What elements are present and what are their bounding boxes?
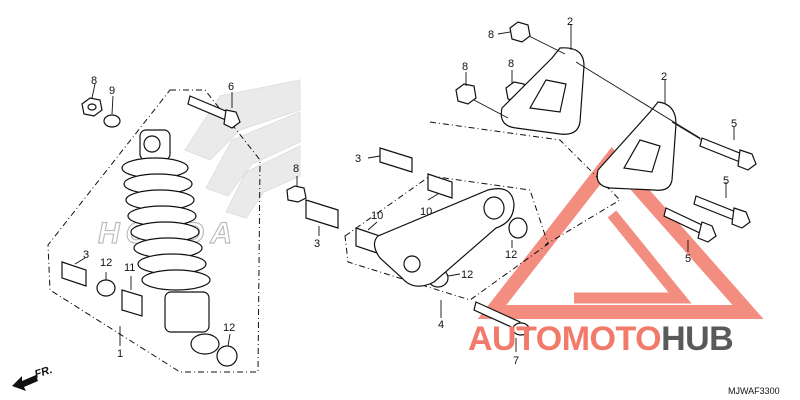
callout-10a: 10 xyxy=(371,210,383,222)
callout-8d: 8 xyxy=(508,58,514,70)
callout-3c: 3 xyxy=(355,153,361,165)
brand-triangle-logo xyxy=(477,147,764,319)
callout-9: 9 xyxy=(109,85,115,97)
brand-wordmark-part-2: HUB xyxy=(661,320,733,358)
callout-12b: 12 xyxy=(223,322,235,334)
callout-12a: 12 xyxy=(100,257,112,269)
callout-3b: 3 xyxy=(314,238,320,250)
callout-5a: 5 xyxy=(731,118,737,130)
brand-wordmark-part-1: AUTOMOTO xyxy=(468,320,661,358)
bracket-boundary xyxy=(429,121,621,246)
front-direction-arrow: FR. xyxy=(12,364,54,391)
drawing-code: MJWAF3300 xyxy=(728,386,780,396)
brand-wordmark: AUTOMOTOHUB xyxy=(468,320,733,358)
frame-brackets xyxy=(500,47,677,191)
callout-7: 7 xyxy=(513,355,519,367)
callout-5c: 5 xyxy=(685,253,691,265)
callout-6: 6 xyxy=(228,81,234,93)
callout-8b: 8 xyxy=(488,29,494,41)
shock-absorber xyxy=(121,129,220,355)
callout-8e: 8 xyxy=(293,163,299,175)
leader-lines xyxy=(74,24,735,352)
suspension-link-arm xyxy=(373,188,515,287)
callout-5b: 5 xyxy=(723,175,729,187)
callout-8a: 8 xyxy=(91,75,97,87)
callout-labels: 1 2 2 3 3 3 4 5 5 5 6 7 8 8 8 8 8 9 10 1… xyxy=(83,16,737,367)
callout-2a: 2 xyxy=(567,16,573,28)
callout-8c: 8 xyxy=(462,61,468,73)
callout-3a: 3 xyxy=(83,249,89,261)
callout-12d: 12 xyxy=(461,269,473,281)
shock-spring xyxy=(121,157,211,291)
callout-1: 1 xyxy=(117,348,123,360)
callout-11: 11 xyxy=(124,262,135,274)
callout-4: 4 xyxy=(438,319,444,331)
callout-2b: 2 xyxy=(661,71,667,83)
callout-10b: 10 xyxy=(420,206,432,218)
callout-12c: 12 xyxy=(505,249,517,261)
front-marker-label: FR. xyxy=(33,364,54,381)
wing-logo-watermark xyxy=(184,79,301,219)
